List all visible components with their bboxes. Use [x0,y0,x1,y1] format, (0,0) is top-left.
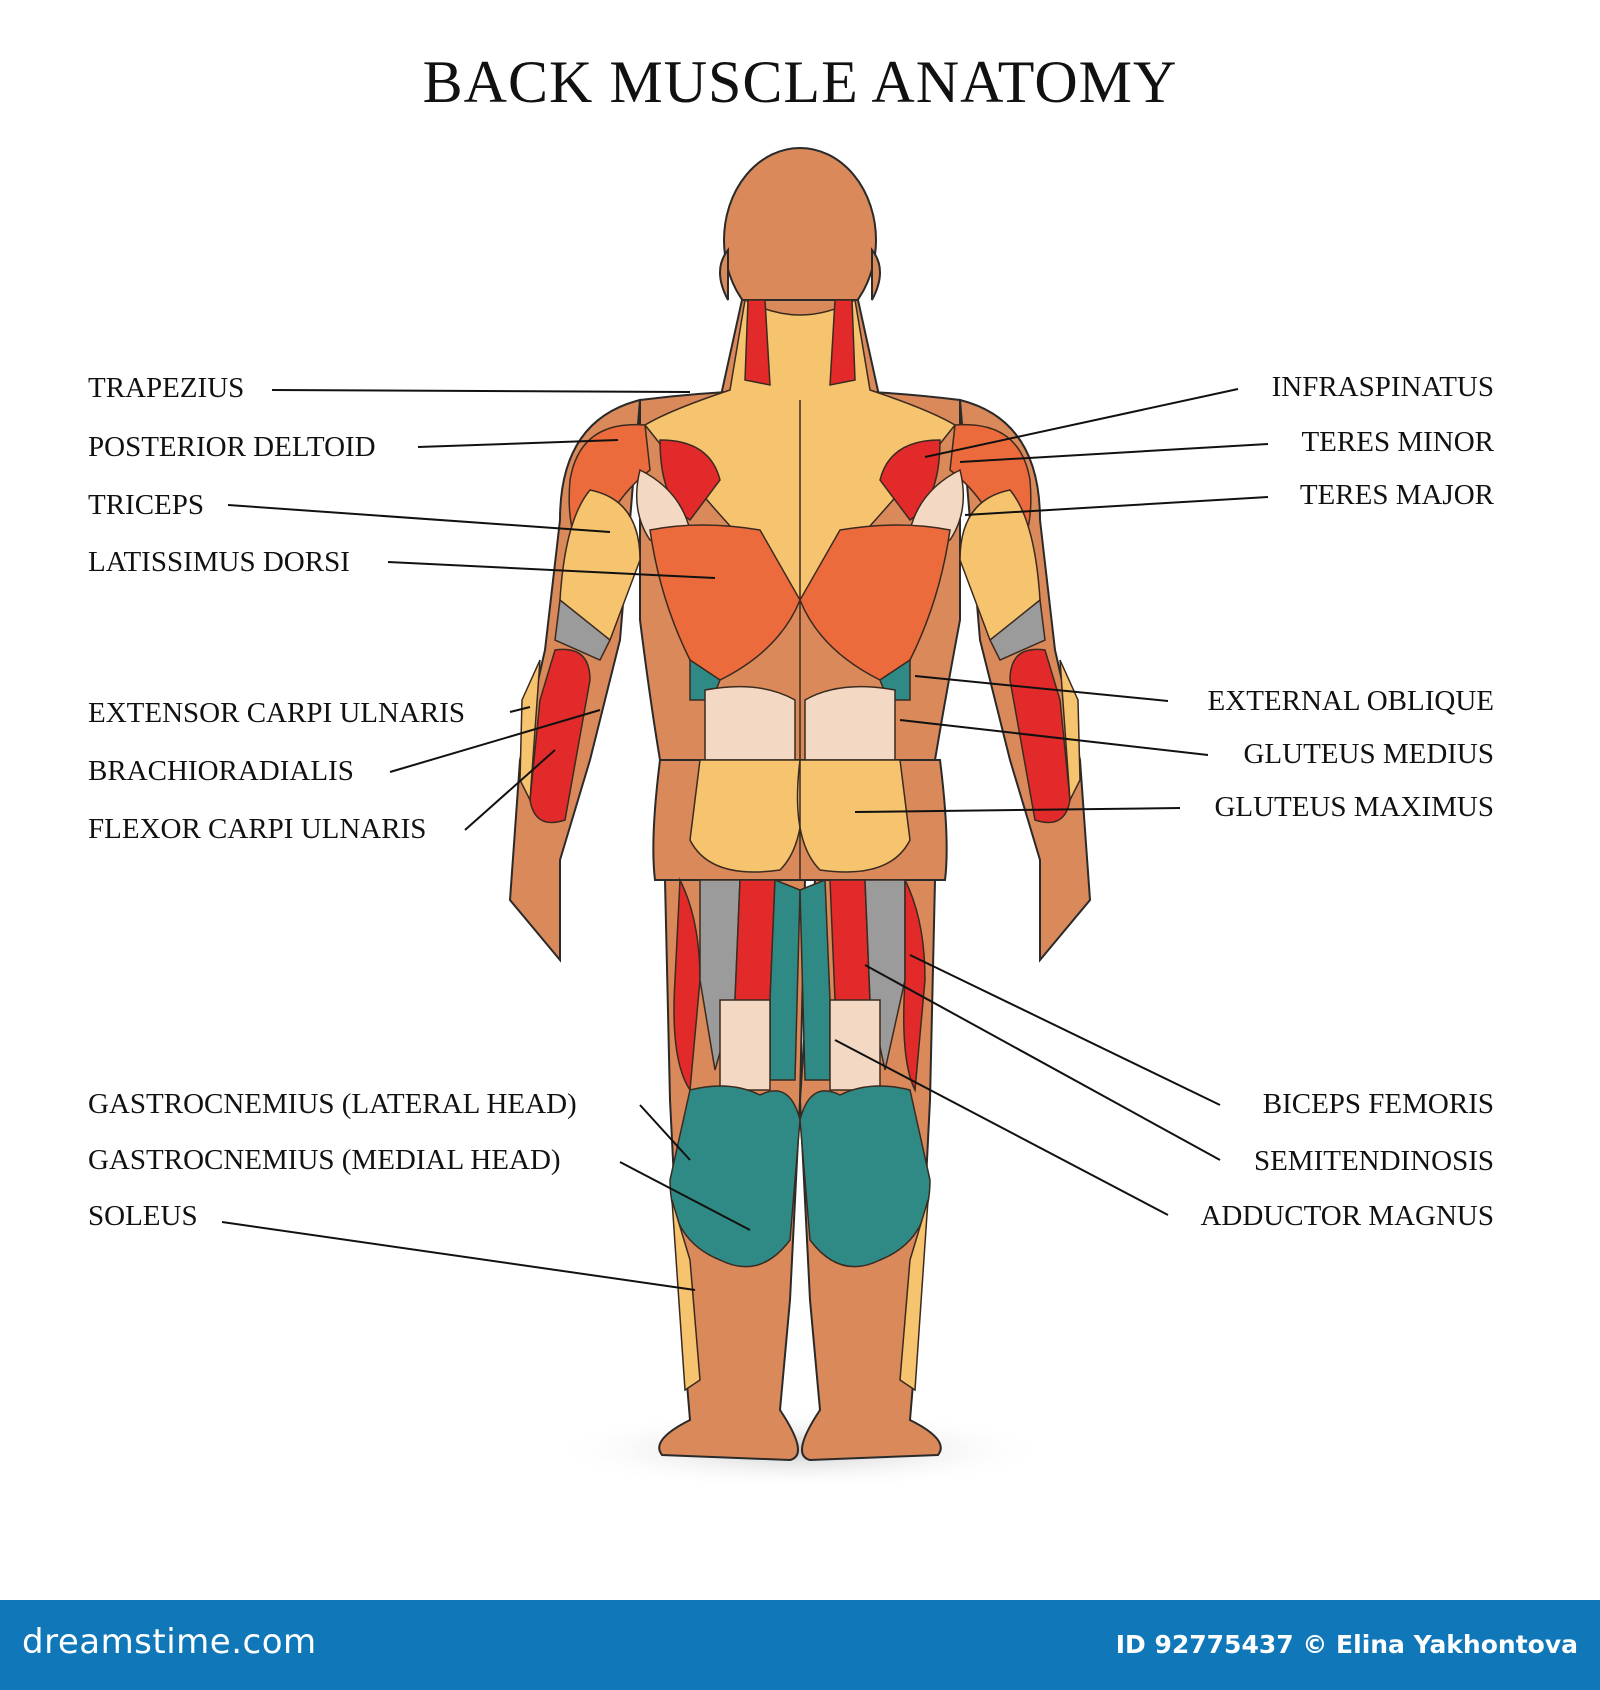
label-flexor-carpi-ulnaris: FLEXOR CARPI ULNARIS [88,813,427,845]
label-external-oblique: EXTERNAL OBLIQUE [1207,685,1494,717]
label-biceps-femoris: BICEPS FEMORIS [1262,1088,1494,1120]
diagram-title: BACK MUSCLE ANATOMY [422,49,1178,115]
leader-gluteus-maximus [854,807,1181,813]
leader-gluteus-medius [899,719,1209,756]
label-gastrocnemius-medial-head: GASTROCNEMIUS (MEDIAL HEAD) [88,1144,561,1176]
muscle-layer [519,298,1081,1392]
ear-right [871,247,881,301]
ear-left [719,247,729,301]
label-gluteus-medius: GLUTEUS MEDIUS [1243,738,1494,770]
latissimus-muscle-right [799,524,951,681]
gluteus-medius-muscle-left [704,685,796,761]
leader-semitendinosis [864,964,1221,1161]
label-extensor-carpi-ulnaris: EXTENSOR CARPI ULNARIS [88,697,466,729]
label-adductor-magnus: ADDUCTOR MAGNUS [1200,1200,1494,1232]
label-soleus: SOLEUS [88,1200,198,1232]
label-infraspinatus: INFRASPINATUS [1271,371,1494,403]
leader-extensor-carpi [509,706,531,713]
gluteus-maximus-muscle-right [796,759,911,873]
latissimus-muscle-left [649,524,801,681]
hamstring-teal-left [769,878,801,1081]
leader-teres-major [964,496,1269,516]
label-latissimus-dorsi: LATISSIMUS DORSI [88,546,350,578]
leader-brachioradialis [389,709,601,773]
forearm-yellow-right [1059,659,1081,803]
gluteus-medius-muscle-right [804,685,896,761]
leader-gastroc-lateral [639,1104,691,1161]
footer-credit: ID 92775437 © Elina Yakhontova [1115,1630,1578,1659]
forearm-red-left [529,648,591,824]
label-gluteus-maximus: GLUTEUS MAXIMUS [1214,791,1494,823]
neck-muscle-left [744,299,771,386]
gluteus-maximus-muscle-left [689,759,804,873]
gastrocnemius-muscle-right [799,1085,931,1268]
forearm-gray-right [989,598,1046,661]
hamstring-pale-right [829,999,881,1091]
floor-shadow [550,1410,1050,1490]
leader-adductor-magnus [834,1039,1169,1216]
hamstring-red-right [903,879,926,1093]
leader-teres-minor [959,443,1269,463]
leader-latissimus-dorsi [387,561,716,579]
footer-bar: dreamstime.com ID 92775437 © Elina Yakho… [0,1600,1600,1690]
gastrocnemius-muscle-left [669,1085,801,1268]
leader-external-oblique [914,675,1169,702]
leader-triceps [227,504,611,533]
forearm-gray-left [554,598,611,661]
leader-gastroc-medial [619,1161,751,1231]
label-gastrocnemius-lateral-head: GASTROCNEMIUS (LATERAL HEAD) [88,1088,577,1120]
hamstring-pale-left [719,999,771,1091]
neck-muscle-right [829,299,856,386]
label-trapezius: TRAPEZIUS [88,372,245,404]
soleus-muscle-right [899,1199,929,1392]
leader-biceps-femoris [909,954,1221,1106]
leader-flexor-carpi [464,749,556,831]
leader-soleus [221,1221,696,1291]
soleus-muscle-left [671,1199,701,1392]
leader-trapezius [271,389,691,393]
label-triceps: TRICEPS [88,489,205,521]
hamstring-teal-right [799,878,831,1081]
label-teres-minor: TERES MINOR [1301,426,1494,458]
leader-lines [221,388,1269,1291]
label-semitendinosis: SEMITENDINOSIS [1253,1145,1494,1177]
label-posterior-deltoid: POSTERIOR DELTOID [88,431,376,463]
footer-brand-logo[interactable]: dreamstime.com [22,1622,317,1662]
leader-infraspinatus [924,388,1239,458]
label-teres-major: TERES MAJOR [1299,479,1494,511]
leader-posterior-deltoid [417,439,619,448]
label-brachioradialis: BRACHIORADIALIS [88,755,354,787]
